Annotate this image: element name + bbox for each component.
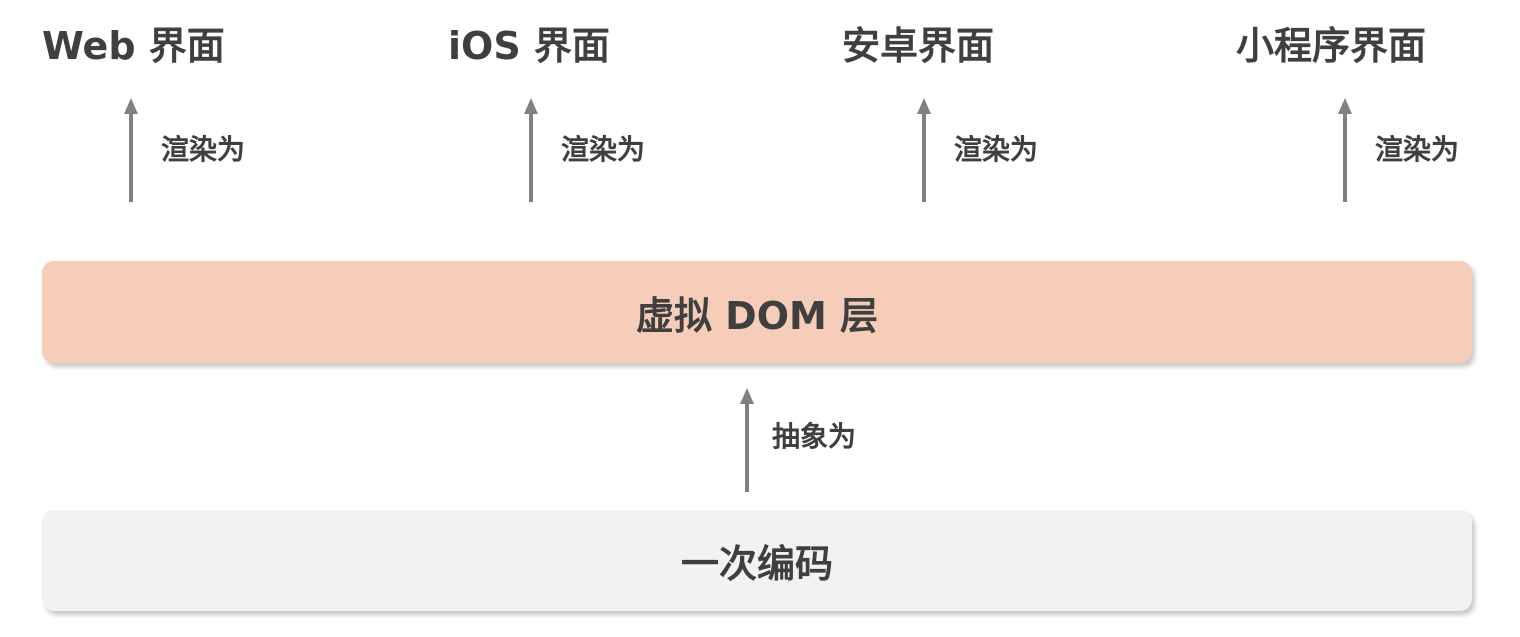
- target-web: Web 界面: [42, 24, 225, 68]
- render-label-web: 渲染为: [161, 133, 246, 166]
- arrow-up-icon: [521, 98, 541, 202]
- target-ios: iOS 界面: [448, 24, 610, 68]
- arrow-up-icon: [914, 98, 934, 202]
- arrow-up-icon: [737, 388, 757, 492]
- virtual-dom-layer-label: 虚拟 DOM 层: [635, 293, 879, 338]
- code-once-layer-label: 一次编码: [680, 542, 833, 586]
- code-once-layer: 一次编码: [42, 510, 1472, 611]
- render-label-android: 渲染为: [954, 133, 1039, 166]
- virtual-dom-layer: 虚拟 DOM 层: [42, 261, 1472, 363]
- arrow-up-icon: [121, 98, 141, 202]
- arrow-up-icon: [1335, 98, 1355, 202]
- target-miniprogram: 小程序界面: [1236, 24, 1427, 68]
- target-android: 安卓界面: [842, 24, 995, 68]
- abstract-label: 抽象为: [772, 420, 857, 453]
- render-label-ios: 渲染为: [561, 133, 646, 166]
- render-label-miniprogram: 渲染为: [1375, 133, 1460, 166]
